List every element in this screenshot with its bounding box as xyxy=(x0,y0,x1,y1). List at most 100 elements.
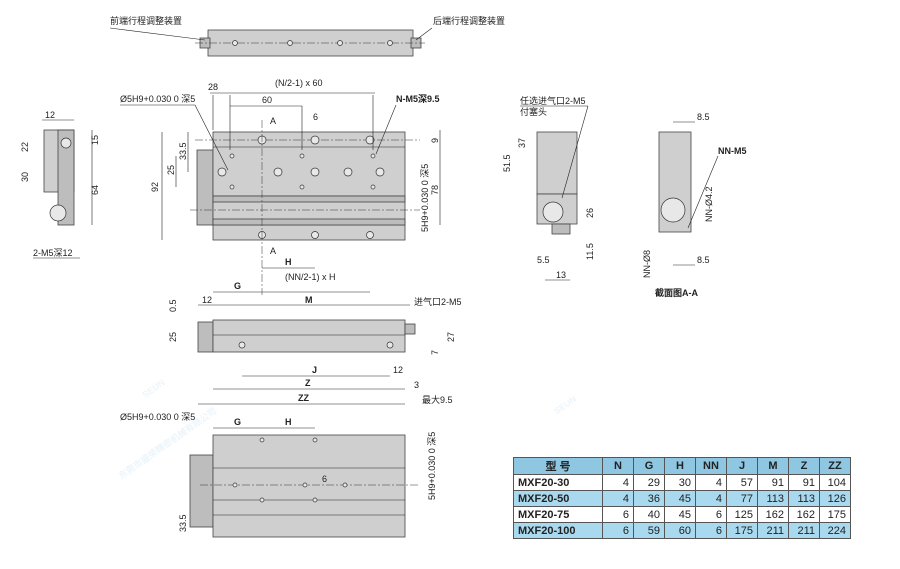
cell: 211 xyxy=(757,522,789,539)
thread-label: N-M5深9.5 xyxy=(396,93,440,104)
dim-51-5: 51.5 xyxy=(502,154,512,172)
cell: 126 xyxy=(819,490,851,507)
cell: 211 xyxy=(788,522,820,539)
nn-d4-2: NN-Ø4.2 xyxy=(704,186,714,222)
nn-thread-label: NN-M5 xyxy=(718,146,747,156)
cell: 175 xyxy=(726,522,758,539)
col-z: Z xyxy=(788,457,820,475)
end-view: 12 22 30 15 64 2-M5深12 xyxy=(20,110,100,259)
watermark-logo-2: SEUN xyxy=(552,394,578,417)
cell: 125 xyxy=(726,506,758,523)
dim-60: 60 xyxy=(262,95,272,105)
dim-3: 3 xyxy=(414,380,419,390)
cell: 162 xyxy=(757,506,789,523)
slot-label-bottom: 5H9+0.030 0 深5 xyxy=(427,432,437,500)
dim-11-5: 11.5 xyxy=(585,243,595,260)
section-aa-view: 8.5 NN-M5 NN-Ø4.2 NN-Ø8 8.5 截面图A-A xyxy=(642,112,747,298)
end-thread-label: 2-M5深12 xyxy=(33,248,73,258)
section-a-bottom: A xyxy=(270,246,276,256)
dim-g-bottom: G xyxy=(234,417,241,427)
cell: 6 xyxy=(602,522,634,539)
max-stroke-label: 最大9.5 xyxy=(422,394,453,405)
right-side-view: 任选进气口2-M5 付塞头 51.5 37 26 11.5 5.5 13 xyxy=(502,95,595,281)
cell: 6 xyxy=(695,522,727,539)
dim-15: 15 xyxy=(90,135,100,145)
nn-d8: NN-Ø8 xyxy=(642,250,652,278)
col-nn: NN xyxy=(695,457,727,475)
cell: MXF20-75 xyxy=(513,506,603,523)
cell: 29 xyxy=(633,474,665,491)
col-zz: ZZ xyxy=(819,457,851,475)
col-g: G xyxy=(633,457,665,475)
plug-label: 付塞头 xyxy=(520,106,547,117)
dim-g: G xyxy=(234,281,241,291)
cell: MXF20-30 xyxy=(513,474,603,491)
col-n: N xyxy=(602,457,634,475)
optional-port-label: 任选进气口2-M5 xyxy=(520,95,586,106)
bottom-view: G H Ø5H9+0.030 0 深5 6 5H9+0.030 0 深5 33.… xyxy=(120,412,437,538)
dim-33-5: 33.5 xyxy=(178,142,188,160)
watermark-logo: SEUN xyxy=(141,377,167,400)
front-view: 28 (N/2-1) x 60 60 Ø5H9+0.030 0 深5 N-M5深… xyxy=(120,78,441,295)
dim-0-5: 0.5 xyxy=(168,299,178,312)
dim-28: 28 xyxy=(208,82,218,92)
dim-nnh: (NN/2-1) x H xyxy=(285,272,336,282)
dim-12-j: 12 xyxy=(393,365,403,375)
dim-z: Z xyxy=(305,378,311,388)
dim-m: M xyxy=(305,295,313,305)
dim-12-side: 12 xyxy=(202,295,212,305)
cell: MXF20-50 xyxy=(513,490,603,507)
col-model: 型 号 xyxy=(513,457,603,475)
dim-30: 30 xyxy=(20,172,30,182)
dim-37: 37 xyxy=(517,138,527,148)
dim-9: 9 xyxy=(430,138,440,143)
dim-22: 22 xyxy=(20,142,30,152)
cell: 45 xyxy=(664,490,696,507)
front-adjuster-label: 前端行程调整装置 xyxy=(110,15,182,26)
dim-33-5-bottom: 33.5 xyxy=(178,514,188,532)
dim-25-side: 25 xyxy=(168,332,178,342)
pin-hole-label-bottom: Ø5H9+0.030 0 深5 xyxy=(120,412,195,422)
dim-zz: ZZ xyxy=(298,393,309,403)
dim-8-5-bottom: 8.5 xyxy=(697,255,710,265)
dim-7: 7 xyxy=(430,350,440,355)
cell: 224 xyxy=(819,522,851,539)
col-h: H xyxy=(664,457,696,475)
dim-h: H xyxy=(285,257,292,267)
pin-hole-label: Ø5H9+0.030 0 深5 xyxy=(120,94,195,104)
cell: 91 xyxy=(757,474,789,491)
dim-26: 26 xyxy=(585,208,595,218)
cell: 162 xyxy=(788,506,820,523)
col-j: J xyxy=(726,457,758,475)
cell: MXF20-100 xyxy=(513,522,603,539)
col-m: M xyxy=(757,457,789,475)
cell: 113 xyxy=(788,490,820,507)
cell: 6 xyxy=(602,506,634,523)
dim-64: 64 xyxy=(90,185,100,195)
cell: 60 xyxy=(664,522,696,539)
cell: 113 xyxy=(757,490,789,507)
side-view: 12 M 进气口2-M5 0.5 25 27 7 J 12 Z 3 ZZ 最大9… xyxy=(168,295,462,405)
cell: 104 xyxy=(819,474,851,491)
cell: 36 xyxy=(633,490,665,507)
dim-h-bottom: H xyxy=(285,417,292,427)
table-header-row: 型 号 N G H NN J M Z ZZ xyxy=(513,457,851,475)
cell: 4 xyxy=(695,474,727,491)
rear-adjuster-label: 后端行程调整装置 xyxy=(433,15,505,26)
cell: 59 xyxy=(633,522,665,539)
dim-j: J xyxy=(312,365,317,375)
section-title: 截面图A-A xyxy=(655,287,698,298)
slot-label: 5H9+0.030 0 深5 xyxy=(420,164,430,232)
dim-6-bottom: 6 xyxy=(322,474,327,484)
dim-n60: (N/2-1) x 60 xyxy=(275,78,323,88)
cell: 4 xyxy=(602,490,634,507)
cell: 4 xyxy=(602,474,634,491)
dim-78: 78 xyxy=(430,185,440,195)
cell: 30 xyxy=(664,474,696,491)
dim-8-5-top: 8.5 xyxy=(697,112,710,122)
